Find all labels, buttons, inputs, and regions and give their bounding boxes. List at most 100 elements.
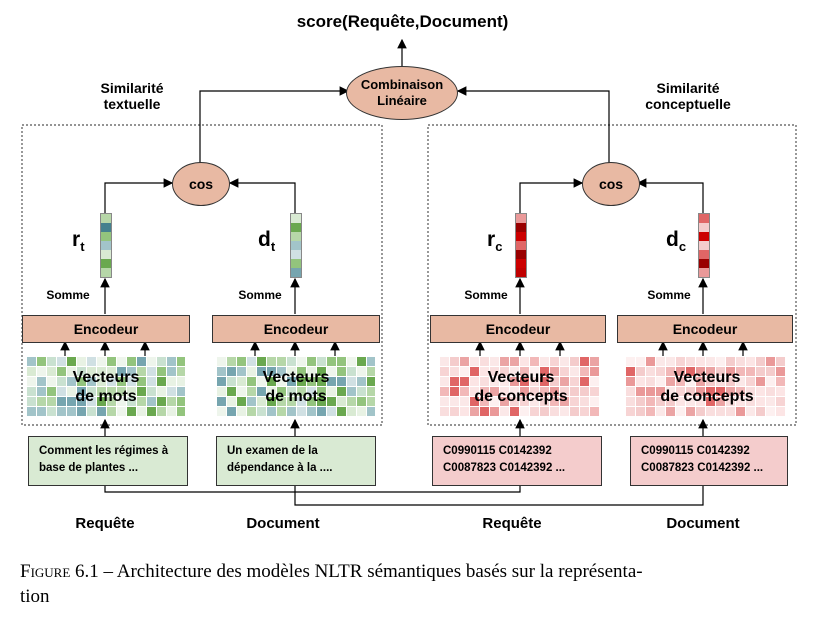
rc-label: rc [487, 228, 502, 255]
matrix-cell [706, 407, 715, 416]
word-matrix-document-line1: Vecteurs [262, 369, 330, 386]
matrix-cell [367, 407, 375, 416]
matrix-cell [460, 407, 469, 416]
matrix-cell [327, 407, 336, 416]
matrix-cell [107, 377, 116, 386]
matrix-cell [510, 387, 519, 396]
matrix-cell [470, 407, 479, 416]
matrix-cell [137, 397, 146, 406]
matrix-cell [726, 357, 735, 366]
matrix-cell [560, 407, 569, 416]
word-matrix-document-line2: de mots [265, 388, 327, 406]
matrix-cell [676, 387, 685, 396]
word-matrix-query-line1: Vecteurs [72, 369, 140, 386]
text-similarity-title-line1: Similarité [100, 80, 164, 96]
matrix-cell [317, 367, 326, 376]
matrix-cell [590, 377, 599, 386]
left-cos-node: cos [172, 162, 230, 206]
matrix-cell [237, 387, 246, 396]
matrix-cell [277, 357, 286, 366]
matrix-cell [776, 387, 785, 396]
matrix-cell [490, 367, 499, 376]
matrix-cell [470, 357, 479, 366]
matrix-cell [37, 397, 46, 406]
matrix-cell [776, 377, 785, 386]
matrix-cell [570, 387, 579, 396]
matrix-cell [117, 357, 126, 366]
dc-label: dc [666, 228, 686, 255]
matrix-cell [147, 397, 156, 406]
matrix-cell [67, 367, 76, 376]
concept-query-line1: C0990115 C0142392 [443, 445, 552, 457]
matrix-cell [440, 397, 449, 406]
matrix-cell [480, 397, 489, 406]
matrix-cell [470, 397, 479, 406]
matrix-cell [706, 387, 715, 396]
matrix-cell [67, 357, 76, 366]
matrix-cell [127, 397, 136, 406]
matrix-cell [626, 367, 635, 376]
matrix-cell [137, 387, 146, 396]
matrix-cell [500, 357, 509, 366]
matrix-cell [626, 397, 635, 406]
matrix-cell [766, 387, 775, 396]
matrix-cell [227, 407, 236, 416]
matrix-cell [227, 377, 236, 386]
matrix-cell [307, 367, 316, 376]
matrix-cell [227, 357, 236, 366]
matrix-cell [237, 377, 246, 386]
matrix-cell [297, 397, 306, 406]
matrix-cell [636, 357, 645, 366]
matrix-cell [626, 357, 635, 366]
matrix-cell [686, 397, 695, 406]
matrix-cell [716, 357, 725, 366]
matrix-cell [107, 367, 116, 376]
matrix-cell [656, 377, 665, 386]
matrix-cell [157, 397, 166, 406]
matrix-cell [257, 387, 266, 396]
matrix-cell [347, 377, 356, 386]
matrix-cell [716, 397, 725, 406]
matrix-cell [656, 357, 665, 366]
rc-vector [515, 213, 527, 278]
matrix-cell [37, 367, 46, 376]
combination-line2: Linéaire [377, 93, 427, 108]
matrix-cell [646, 407, 655, 416]
concept-matrix-query-line2: de concepts [474, 388, 568, 406]
right-cos-node: cos [582, 162, 640, 206]
matrix-cell [47, 357, 56, 366]
matrix-cell [580, 357, 589, 366]
matrix-cell [327, 377, 336, 386]
concept-similarity-title-line2: conceptuelle [645, 96, 731, 113]
matrix-cell [676, 407, 685, 416]
matrix-cell [217, 397, 226, 406]
matrix-cell [357, 397, 366, 406]
matrix-cell [636, 397, 645, 406]
matrix-cell [510, 357, 519, 366]
matrix-cell [317, 397, 326, 406]
matrix-cell [676, 377, 685, 386]
matrix-cell [167, 387, 176, 396]
matrix-cell [237, 397, 246, 406]
matrix-cell [247, 407, 256, 416]
matrix-cell [57, 367, 66, 376]
matrix-cell [57, 397, 66, 406]
matrix-cell [560, 367, 569, 376]
matrix-cell [147, 357, 156, 366]
matrix-cell [287, 407, 296, 416]
matrix-cell [510, 377, 519, 386]
matrix-cell [756, 357, 765, 366]
matrix-cell [47, 407, 56, 416]
matrix-cell [756, 387, 765, 396]
matrix-cell [560, 397, 569, 406]
matrix-cell [776, 397, 785, 406]
matrix-cell [656, 387, 665, 396]
matrix-cell [97, 407, 106, 416]
matrix-cell [177, 377, 185, 386]
matrix-cell [57, 387, 66, 396]
matrix-cell [460, 367, 469, 376]
matrix-cell [530, 397, 539, 406]
matrix-cell [470, 367, 479, 376]
matrix-cell [460, 357, 469, 366]
